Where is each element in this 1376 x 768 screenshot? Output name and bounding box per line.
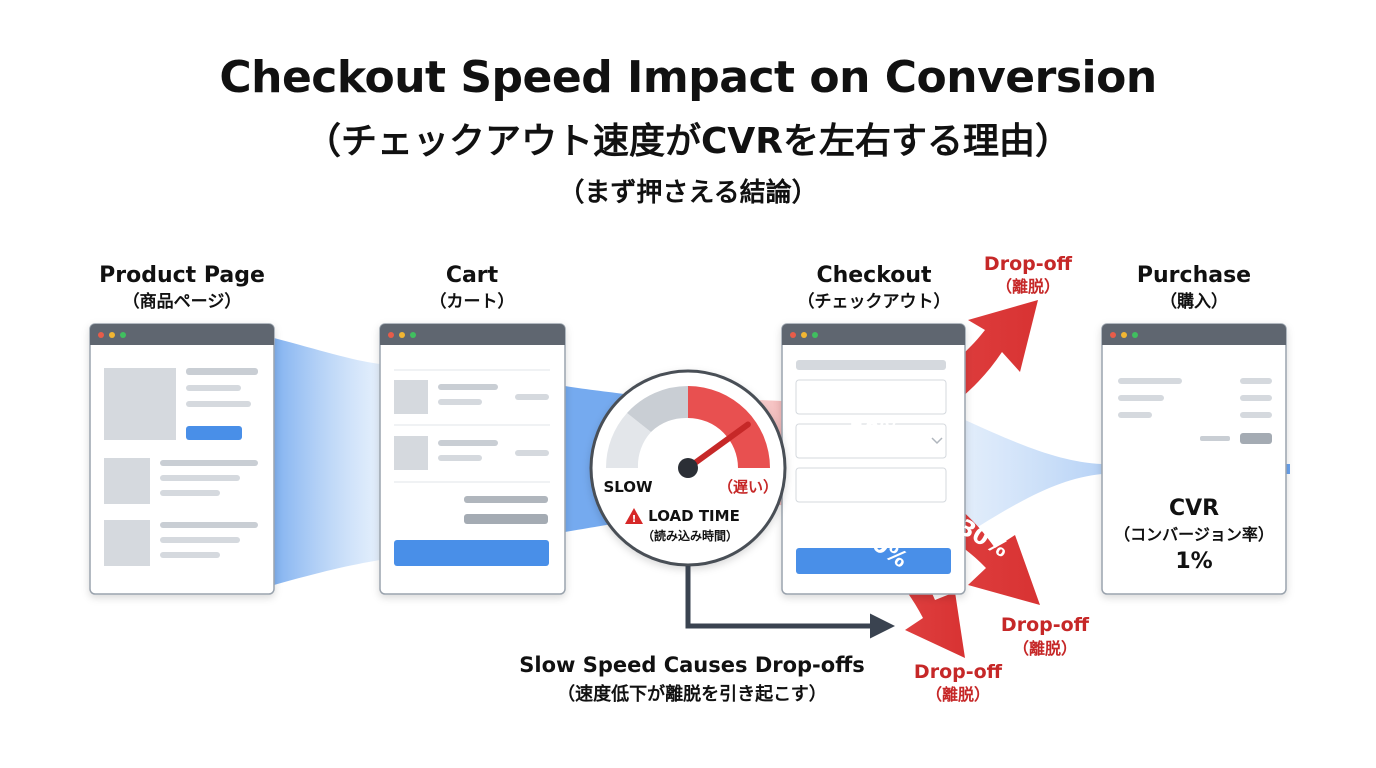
- cvr-value: 1%: [1175, 549, 1212, 574]
- stage-label-checkout: Checkout: [816, 263, 932, 288]
- window-cart: [379, 323, 566, 595]
- cause-connector-arrow: [685, 566, 895, 639]
- cvr-label: CVR: [1169, 496, 1219, 521]
- gauge-slow-jp-label: （遅い）: [718, 478, 778, 496]
- dropoff-label-middle: Drop-off: [1001, 614, 1090, 636]
- flow-checkout-to-purchase: [965, 420, 1290, 535]
- gauge-metric-label: LOAD TIME: [648, 507, 740, 525]
- stage-label-cart: Cart: [446, 263, 499, 288]
- stage-sublabel-purchase: （購入）: [1160, 291, 1228, 312]
- dropoff-label-middle-jp: （離脱）: [1013, 639, 1077, 658]
- window-product-page: [89, 323, 275, 595]
- svg-text:!: !: [632, 514, 637, 525]
- stage-sublabel-checkout: （チェックアウト）: [798, 291, 951, 312]
- dropoff-label-top-jp: （離脱）: [996, 277, 1060, 296]
- dropoff-pct-top: −50%: [830, 419, 901, 444]
- dropoff-label-bottom-jp: （離脱）: [926, 685, 990, 704]
- page-title: Checkout Speed Impact on Conversion: [219, 52, 1157, 103]
- dropoff-label-top: Drop-off: [984, 253, 1073, 275]
- gauge-metric-jp-label: （読み込み時間）: [642, 528, 738, 543]
- cvr-jp-label: （コンバージョン率）: [1114, 525, 1274, 544]
- dropoff-label-bottom: Drop-off: [914, 661, 1003, 683]
- stage-sublabel-product: （商品ページ）: [123, 291, 242, 312]
- page-tagline: （まず押さえる結論）: [558, 178, 818, 208]
- page-subtitle: （チェックアウト速度がCVRを左右する理由）: [304, 121, 1071, 162]
- warning-icon: [625, 508, 643, 524]
- gauge-needle: [685, 421, 751, 471]
- flow-product-to-cart: [274, 338, 380, 585]
- caption-line2: （速度低下が離脱を引き起こす）: [557, 683, 827, 705]
- stage-label-product: Product Page: [99, 263, 265, 288]
- stage-sublabel-cart: （カート）: [430, 291, 515, 312]
- caption-line1: Slow Speed Causes Drop-offs: [519, 653, 864, 677]
- speed-gauge: SLOW （遅い） ! LOAD TIME （読み込み時間）: [589, 369, 787, 567]
- stage-label-purchase: Purchase: [1137, 263, 1251, 288]
- window-purchase: [1101, 323, 1287, 595]
- gauge-slow-label: SLOW: [603, 478, 653, 496]
